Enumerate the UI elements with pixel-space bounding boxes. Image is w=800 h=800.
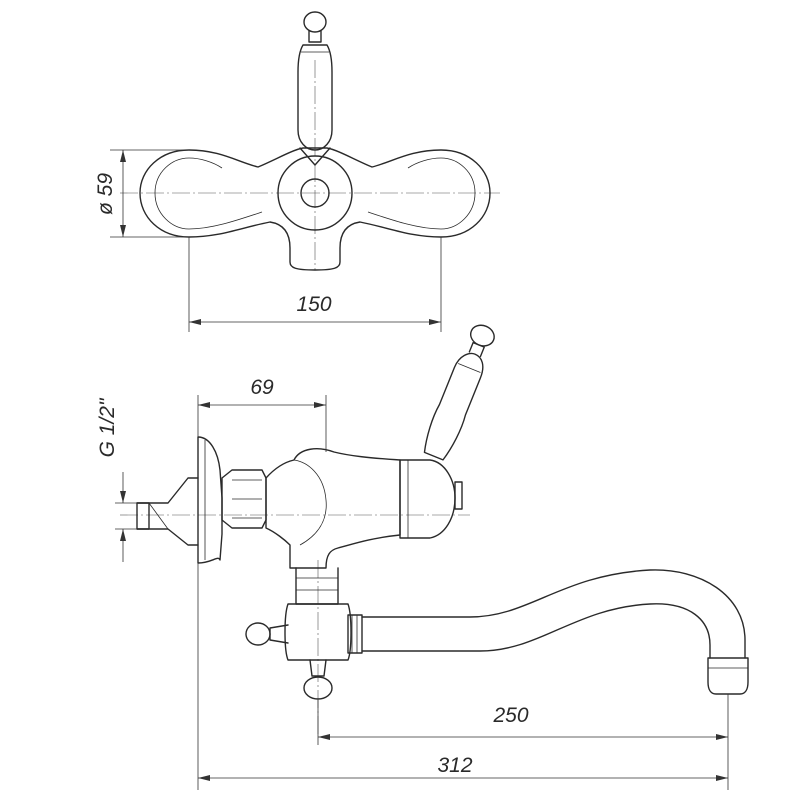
- top-view-right-arm-lower: [367, 192, 476, 230]
- dim-width-label: 150: [296, 293, 331, 316]
- dim-overall-arrow-right: [716, 775, 728, 781]
- front-view-spout-inner: [361, 603, 711, 659]
- dim-thread-arrow-bottom: [120, 529, 126, 541]
- front-view-cross-left-knob: [245, 622, 271, 646]
- top-view: ø 59 150: [94, 11, 500, 332]
- top-view-handle-neck: [308, 30, 322, 43]
- top-view-left-arm-lower: [154, 192, 263, 230]
- front-view-cartridge-ring: [399, 459, 409, 539]
- dim-thread-arrow-top: [120, 491, 126, 503]
- dim-width-arrow-right: [429, 319, 441, 325]
- front-view-aerator: [707, 657, 749, 695]
- top-view-hub-inner: [300, 178, 330, 208]
- front-view-wall-flange: [197, 436, 223, 564]
- front-view-cross-bottom-knob: [303, 676, 333, 700]
- dim-width-arrow-left: [189, 319, 201, 325]
- front-view-lever-knob: [469, 324, 495, 347]
- front-view-inlet-taper: [148, 502, 169, 530]
- front-view-diverter-neck: [295, 567, 339, 605]
- front-view-inlet-pipe: [136, 477, 199, 546]
- dim-reach-arrow-right: [716, 734, 728, 740]
- dim-overall-arrow-left: [198, 775, 210, 781]
- front-view-inlet-thread: [136, 502, 150, 530]
- dim-depth-arrow-left: [198, 402, 210, 408]
- dim-depth-arrow-right: [314, 402, 326, 408]
- top-view-body-outline: [139, 147, 491, 271]
- front-view-cross-bottom-arm: [309, 659, 327, 677]
- dim-thread-label: G 1/2": [96, 397, 119, 457]
- top-view-handle-base: [299, 147, 331, 166]
- dim-reach-label: 250: [492, 704, 528, 727]
- top-view-right-flange-inner: [407, 157, 476, 194]
- dim-diameter-arrow-bottom: [120, 225, 126, 237]
- front-view: 69 G 1/2" 250 312: [96, 324, 749, 790]
- front-view-lever-body: [423, 352, 484, 461]
- front-view-valve-body: [265, 448, 401, 569]
- front-view-cross-hub: [284, 603, 352, 661]
- top-view-handle-knob: [303, 11, 327, 33]
- dim-reach-arrow-left: [318, 734, 330, 740]
- dim-overall-label: 312: [437, 754, 472, 777]
- top-view-left-flange-inner: [154, 157, 223, 194]
- dim-diameter-arrow-top: [120, 150, 126, 162]
- front-view-spout-outer: [361, 569, 746, 659]
- dim-diameter-label: ø 59: [94, 173, 117, 215]
- front-view-lever: [423, 324, 495, 461]
- front-view-spout-collar: [347, 614, 363, 654]
- top-view-hub-outer: [277, 155, 353, 231]
- front-view-lever-collar: [458, 363, 481, 373]
- dim-depth-label: 69: [250, 376, 274, 399]
- front-view-body-curve: [293, 459, 327, 546]
- top-view-handle-lever: [297, 44, 333, 151]
- front-view-cartridge-cap: [454, 481, 463, 510]
